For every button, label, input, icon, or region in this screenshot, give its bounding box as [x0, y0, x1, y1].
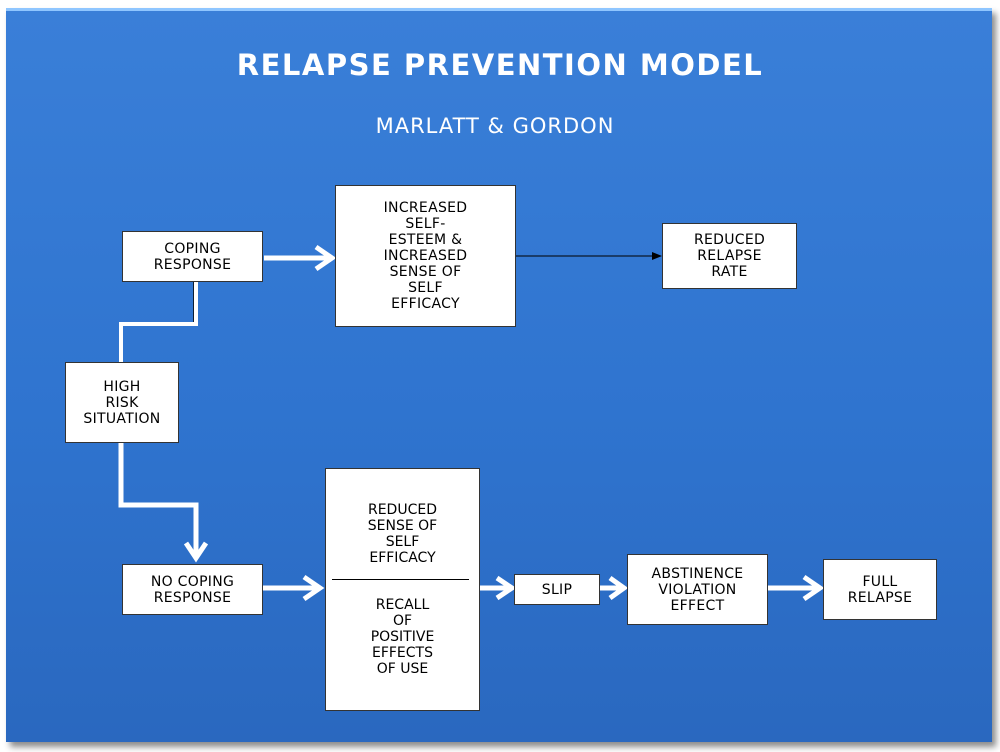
node-increased-self-esteem: INCREASED SELF- ESTEEM & INCREASED SENSE… — [335, 185, 516, 327]
connector-highrisk-nocoping-head — [183, 541, 209, 563]
arrow-efficacy-slip-head — [495, 575, 517, 601]
node-high-risk-situation: HIGH RISK SITUATION — [65, 362, 179, 443]
node-no-coping-response: NO COPING RESPONSE — [122, 564, 263, 615]
page-title: RELAPSE PREVENTION MODEL — [236, 48, 764, 82]
node-full-relapse: FULL RELAPSE — [823, 559, 937, 620]
recall-positive-effects-text: RECALL OF POSITIVE EFFECTS OF USE — [370, 597, 435, 677]
arrow-slip-abstinence-head — [608, 575, 629, 601]
node-coping-response: COPING RESPONSE — [122, 231, 263, 282]
node-divider — [332, 579, 469, 580]
arrow-coping-esteem-head — [314, 244, 337, 272]
arrow-abstinence-fullrelapse-head — [802, 574, 825, 602]
node-reduced-efficacy-recall: REDUCED SENSE OF SELF EFFICACY RECALL OF… — [325, 468, 480, 711]
node-abstinence-violation-effect: ABSTINENCE VIOLATION EFFECT — [627, 554, 768, 625]
connector-highrisk-nocoping — [118, 442, 199, 556]
page-subtitle: MARLATT & GORDON — [375, 114, 615, 138]
node-reduced-relapse-rate: REDUCED RELAPSE RATE — [662, 223, 797, 289]
reduced-self-efficacy-text: REDUCED SENSE OF SELF EFFICACY — [367, 502, 438, 566]
node-slip: SLIP — [514, 574, 600, 605]
connector-highrisk-coping — [119, 282, 198, 362]
arrow-nocoping-efficacy-head — [302, 574, 325, 602]
